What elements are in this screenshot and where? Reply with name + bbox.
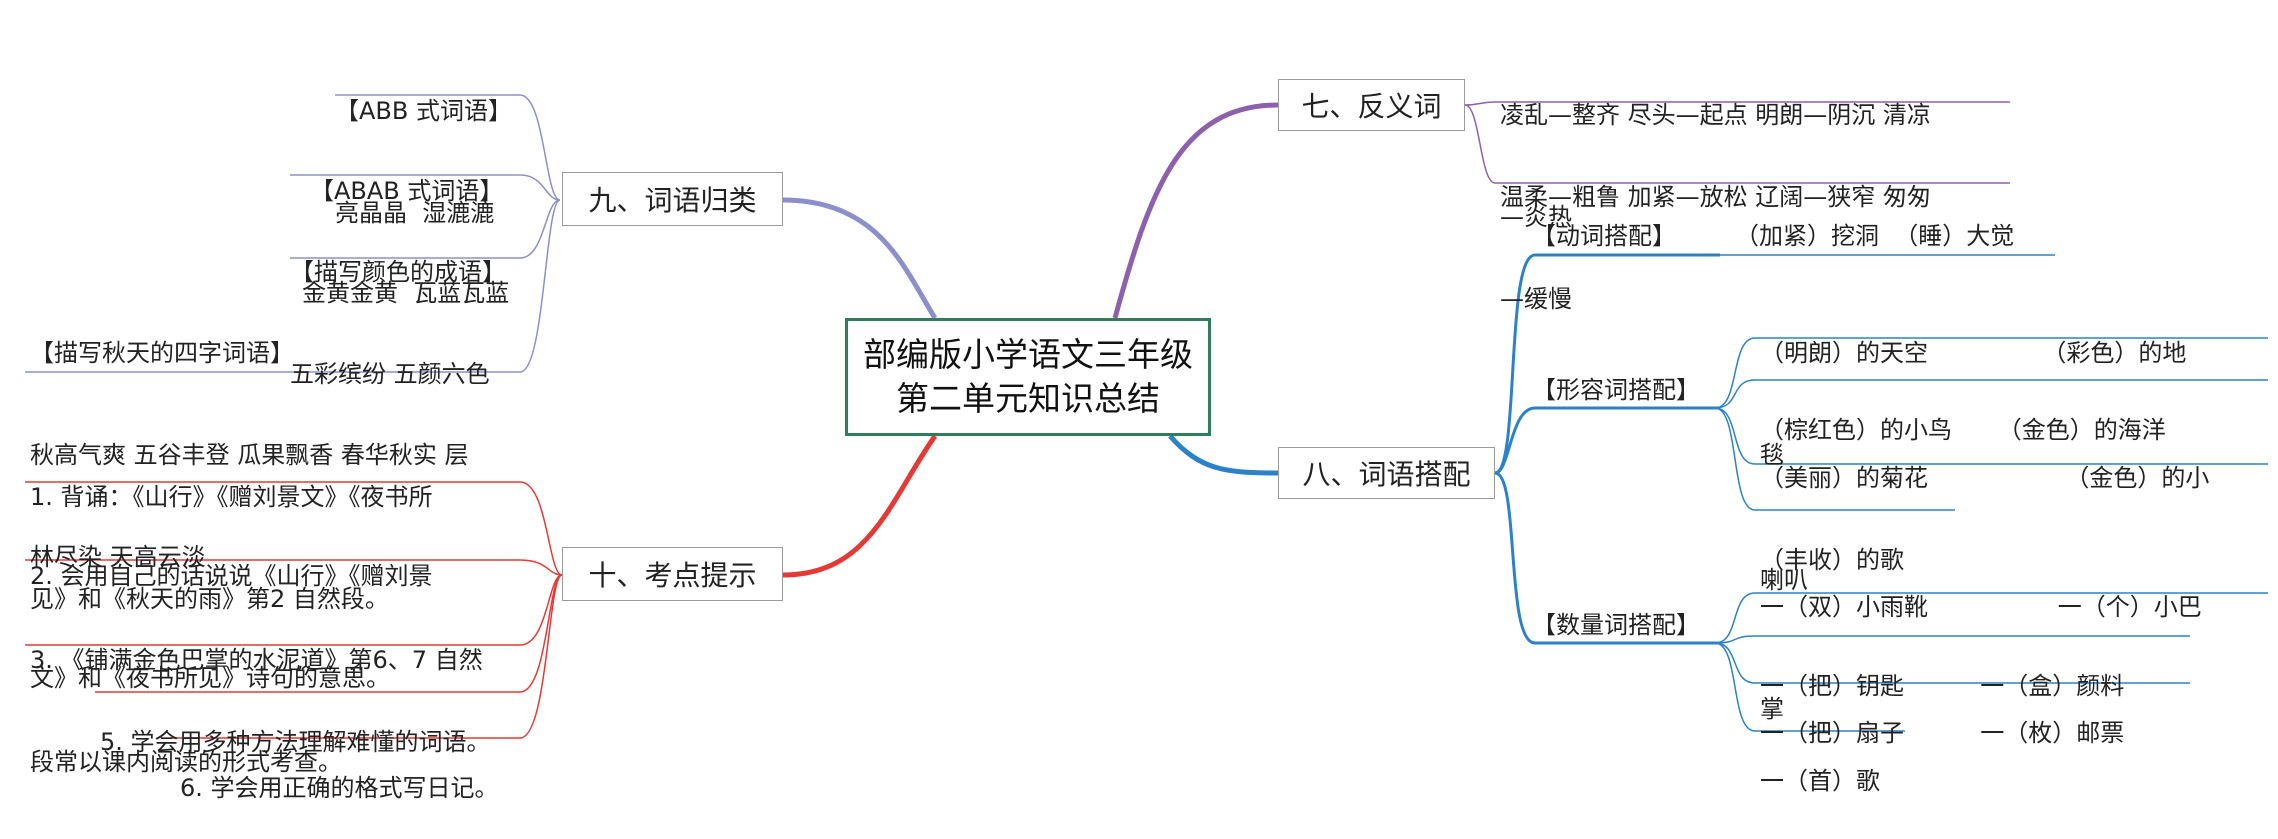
adj-item-3: （美丽）的菊花 （金色）的小 喇叭 — [1760, 393, 2209, 631]
categories-item-1: 【ABB 式词语】 亮晶晶 湿漉漉 — [335, 26, 512, 264]
link-b10-item1 — [25, 481, 563, 576]
antonyms-item-2-line1: 温柔—粗鲁 加紧—放松 辽阔—狭窄 匆匆 — [1500, 183, 1931, 211]
category-quantifier: 【数量词搭配】 — [1532, 611, 1700, 639]
tips-item-2-line1: 2. 会用自己的话说说《山行》《赠刘景 — [30, 562, 433, 590]
link-num-item1 — [1714, 592, 2268, 644]
link-center-b8 — [1168, 434, 1279, 476]
branch-collocations: 八、词语搭配 — [1278, 447, 1495, 499]
central-topic-line1: 部编版小学语文三年级 — [863, 335, 1193, 374]
link-num-item4 — [1714, 642, 1905, 732]
categories-item-3-line2: 五彩缤纷 五颜六色 — [290, 360, 490, 388]
num-item-1-line1: 一（双）小雨靴 一（个）小巴 — [1760, 593, 2202, 621]
link-b7-item1 — [1464, 101, 2010, 106]
adj-item-4-line1: （丰收）的歌 — [1760, 546, 1904, 574]
link-b9-item2 — [290, 174, 561, 201]
branch-exam-tips: 十、考点提示 — [562, 547, 783, 601]
link-adj-item4 — [1714, 407, 1955, 511]
categories-item-1-line1: 【ABB 式词语】 — [335, 97, 512, 125]
num-item-3: 一（把）扇子 一（枚）邮票 — [1760, 648, 2124, 784]
link-center-b7 — [1112, 102, 1279, 319]
categories-item-2: 【ABAB 式词语】 金黄金黄 瓦蓝瓦蓝 — [302, 106, 509, 344]
central-topic-line2: 第二单元知识总结 — [896, 379, 1160, 418]
antonyms-item-1-line2: —炎热 — [1500, 203, 1572, 231]
adj-item-1: （明朗）的天空 （彩色）的地 毯 — [1760, 268, 2186, 506]
tips-item-5-line1: 5. 学会用多种方法理解难懂的词语。 — [100, 728, 491, 756]
categories-item-4-line3: 林尽染 天高云淡 — [30, 543, 206, 571]
link-b8-adj — [1494, 406, 1720, 475]
num-item-4-line1: 一（首）歌 — [1760, 767, 1880, 795]
num-item-3-line1: 一（把）扇子 一（枚）邮票 — [1760, 719, 2125, 747]
branch-word-categories-label: 九、词语归类 — [588, 184, 757, 217]
tips-item-6-line1: 6. 学会用正确的格式写日记。 — [180, 774, 499, 802]
branch-collocations-label: 八、词语搭配 — [1302, 458, 1471, 491]
link-center-b9 — [782, 197, 938, 320]
categories-item-1-line2: 亮晶晶 湿漉漉 — [335, 199, 495, 227]
branch-exam-tips-label: 十、考点提示 — [588, 559, 757, 592]
link-b9-item4 — [25, 199, 561, 373]
link-b9-item3 — [290, 199, 561, 259]
tips-item-2: 2. 会用自己的话说说《山行》《赠刘景 文》和《夜书所见》诗句的意思。 — [30, 491, 433, 729]
link-center-b10 — [782, 434, 938, 578]
link-adj-item1 — [1714, 337, 2268, 409]
tips-item-1-line2: 见》和《秋天的雨》第2 自然段。 — [30, 585, 389, 613]
link-b9-item1 — [335, 94, 561, 201]
branch-word-categories: 九、词语归类 — [562, 172, 783, 226]
antonyms-item-2-line2: —缓慢 — [1500, 285, 1572, 313]
adj-item-1-line1: （明朗）的天空 （彩色）的地 — [1760, 339, 2187, 367]
link-b7-item2 — [1464, 104, 2010, 184]
tips-item-1-line1: 1. 背诵：《山行》《赠刘景文》《夜书所 — [30, 483, 433, 511]
categories-item-2-line2: 金黄金黄 瓦蓝瓦蓝 — [302, 279, 510, 307]
adj-item-2: （棕红色）的小鸟 （金色）的海洋 — [1760, 345, 2166, 481]
link-adj-item3 — [1714, 407, 2268, 465]
link-num-item3 — [1714, 642, 2190, 684]
adj-item-4: （丰收）的歌 — [1760, 475, 1904, 611]
antonyms-item-2: 温柔—粗鲁 加紧—放松 辽阔—狭窄 匆匆 —缓慢 — [1500, 112, 1931, 350]
num-item-1: 一（双）小雨靴 一（个）小巴 掌 — [1760, 522, 2202, 760]
categories-item-4: 【描写秋天的四字词语】 秋高气爽 五谷丰登 瓜果飘香 春华秋实 层 林尽染 天高… — [30, 268, 469, 608]
link-num-item2 — [1714, 635, 2190, 644]
tips-item-6: 6. 学会用正确的格式写日记。 — [180, 703, 499, 839]
verb-item-1: （加紧）挖洞 （睡）大觉 — [1735, 222, 2015, 250]
adj-item-2-line1: （棕红色）的小鸟 （金色）的海洋 — [1760, 416, 2166, 444]
adj-item-3-line2: 喇叭 — [1760, 566, 1808, 594]
tips-item-1: 1. 背诵：《山行》《赠刘景文》《夜书所 见》和《秋天的雨》第2 自然段。 — [30, 412, 433, 650]
antonyms-item-1-line1: 凌乱—整齐 尽头—起点 明朗—阴沉 清凉 — [1500, 101, 1931, 129]
categories-item-3: 【描写颜色的成语】 五彩缤纷 五颜六色 — [290, 187, 506, 425]
branch-antonyms: 七、反义词 — [1278, 79, 1465, 131]
num-item-4: 一（首）歌 — [1760, 696, 1880, 832]
adj-item-1-line2: 毯 — [1760, 441, 1784, 469]
antonyms-item-1: 凌乱—整齐 尽头—起点 明朗—阴沉 清凉 —炎热 — [1500, 30, 1931, 268]
branch-antonyms-label: 七、反义词 — [1301, 90, 1442, 123]
link-adj-item2 — [1714, 379, 2268, 409]
num-item-2-line1: 一（把）钥匙 一（盒）颜料 — [1760, 672, 2125, 700]
tips-item-5: 5. 学会用多种方法理解难懂的词语。 — [100, 657, 491, 793]
tips-item-2-line2: 文》和《夜书所见》诗句的意思。 — [30, 664, 390, 692]
connector-lines — [25, 94, 2268, 739]
tips-item-3-line1: 3. 《铺满金色巴掌的水泥道》第6、7 自然 — [30, 646, 483, 674]
link-b10-item2 — [25, 559, 563, 576]
categories-item-3-line1: 【描写颜色的成语】 — [290, 258, 506, 286]
categories-item-4-line1: 【描写秋天的四字词语】 — [30, 339, 294, 367]
category-adjective: 【形容词搭配】 — [1532, 376, 1700, 404]
adj-item-3-line1: （美丽）的菊花 （金色）的小 — [1760, 464, 2210, 492]
category-verb: 【动词搭配】 — [1532, 222, 1676, 250]
central-topic: 部编版小学语文三年级 第二单元知识总结 — [845, 318, 1211, 436]
categories-item-4-line2: 秋高气爽 五谷丰登 瓜果飘香 春华秋实 层 — [30, 441, 469, 469]
link-b8-num — [1494, 471, 1720, 645]
num-item-1-line2: 掌 — [1760, 695, 1784, 723]
link-b10-item5 — [170, 574, 563, 739]
num-item-2: 一（把）钥匙 一（盒）颜料 — [1760, 601, 2124, 737]
categories-item-2-line1: 【ABAB 式词语】 — [310, 177, 504, 205]
